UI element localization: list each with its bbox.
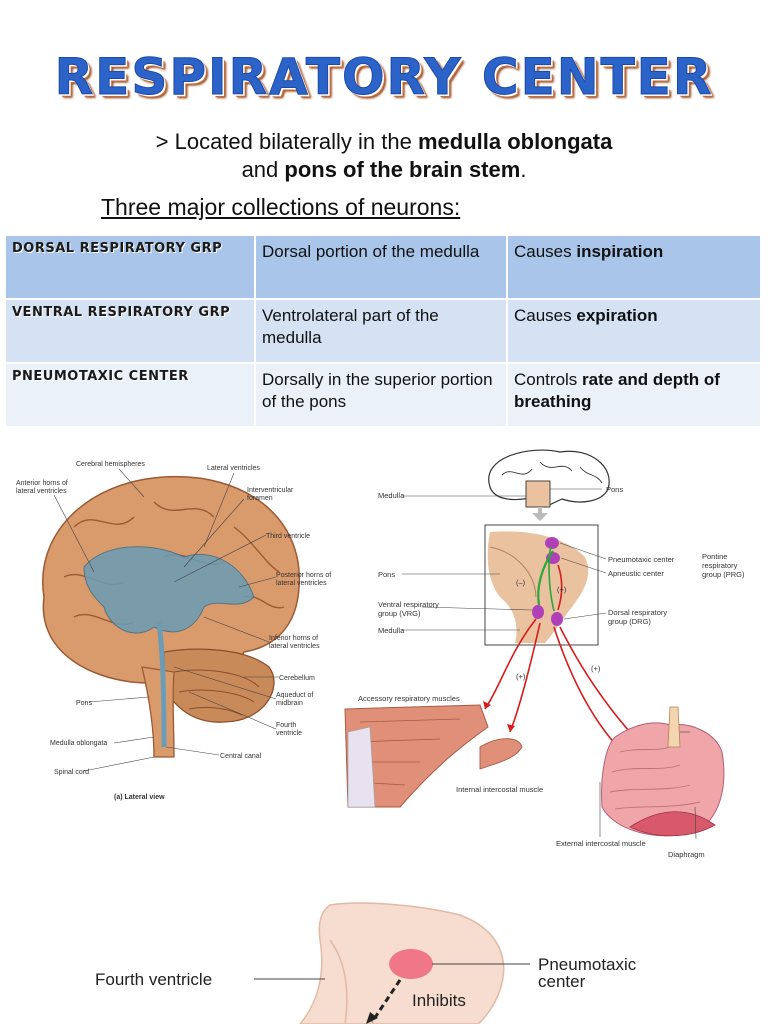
label-pontine-3: group (PRG)	[702, 570, 745, 579]
label-pons-top: Pons	[606, 485, 623, 494]
label-plus-a: (+)	[516, 672, 526, 681]
effect-cell: Controls rate and depth of breathing	[506, 362, 760, 426]
label-pons-mid: Pons	[378, 570, 395, 579]
vrg-nucleus	[532, 605, 544, 619]
label-pontine-1: Pontine	[702, 552, 727, 561]
intro-line-1: > Located bilaterally in the medulla obl…	[0, 128, 768, 156]
intro-prefix: > Located bilaterally in the	[155, 129, 418, 154]
label-pneumotaxic-1: Pneumotaxic	[538, 955, 637, 974]
label-anterior-horns-2: lateral ventricles	[16, 488, 67, 495]
label-internal-intercostal: Internal intercostal muscle	[456, 785, 543, 794]
group-name: VENTRAL RESPIRATORY GRP	[12, 305, 231, 320]
table-row: VENTRAL RESPIRATORY GRP Ventrolateral pa…	[6, 298, 760, 363]
brain-ventricles-figure: Cerebral hemispheres Lateral ventricles …	[14, 447, 344, 807]
brain-leader-lines	[53, 468, 279, 772]
label-pontine-2: respiratory	[702, 561, 738, 570]
label-anterior-horns-1: Anterior horns of	[16, 480, 68, 487]
group-name-cell: PNEUMOTAXIC CENTER	[6, 362, 255, 426]
subheading: Three major collections of neurons:	[101, 194, 461, 220]
intro-text: > Located bilaterally in the medulla obl…	[0, 128, 768, 184]
label-fourth-ventricle: Fourth ventricle	[95, 970, 212, 989]
label-inhibits: Inhibits	[412, 991, 466, 1010]
intro-pons: pons of the brain stem	[284, 157, 521, 182]
label-third-ventricle: Third ventricle	[266, 533, 310, 540]
pneumotaxic-center-dot	[389, 949, 433, 979]
brainstem-inset	[484, 524, 599, 646]
label-minus: (–)	[516, 578, 526, 587]
label-vrg-1: Ventral respiratory	[378, 600, 439, 609]
label-spinal-cord: Spinal cord	[54, 769, 89, 776]
label-medulla-oblongata: Medulla oblongata	[50, 740, 107, 747]
respiratory-labels: Medulla Pons Pneumotaxic center Apneusti…	[358, 485, 745, 859]
label-pons: Pons	[76, 700, 92, 707]
group-name: DORSAL RESPIRATORY GRP	[12, 241, 223, 256]
location-cell: Dorsal portion of the medulla	[254, 236, 507, 299]
label-lateral-ventricles: Lateral ventricles	[207, 465, 260, 472]
respiratory-leader-lines	[402, 488, 697, 840]
effect-prefix: Controls	[514, 370, 583, 389]
drg-nucleus	[551, 612, 563, 626]
table-row: PNEUMOTAXIC CENTER Dorsally in the super…	[6, 362, 760, 426]
muscles	[344, 704, 725, 837]
location-cell: Dorsally in the superior portion of the …	[254, 362, 507, 426]
group-name: PNEUMOTAXIC CENTER	[12, 369, 189, 384]
group-name-cell: DORSAL RESPIRATORY GRP	[6, 236, 255, 299]
label-cerebellum: Cerebellum	[279, 675, 315, 682]
effect-cell: Causes expiration	[506, 298, 760, 363]
label-plus-small: (+)	[557, 585, 567, 594]
intro-mid: and	[241, 157, 285, 182]
label-accessory-muscles: Accessory respiratory muscles	[358, 694, 460, 703]
page-title: RESPIRATORY CENTER	[0, 48, 768, 107]
effect-bold: rate and depth of breathing	[514, 370, 720, 411]
label-fourth-ventricle-1: Fourth	[276, 722, 296, 729]
brain-illustration	[42, 475, 300, 758]
pons-inhibition-figure: Fourth ventricle Pneumotaxic center Inhi…	[0, 900, 768, 1024]
label-inferior-horns-1: Inferior horns of	[269, 635, 318, 642]
respiratory-centers-figure: Medulla Pons Pneumotaxic center Apneusti…	[340, 447, 768, 867]
label-cerebral-hemispheres: Cerebral hemispheres	[76, 461, 145, 468]
label-central-canal: Central canal	[220, 753, 262, 760]
intro-medulla: medulla oblongata	[417, 129, 613, 154]
label-aqueduct-2: midbrain	[276, 700, 303, 707]
label-inferior-horns-2: lateral ventricles	[269, 643, 320, 650]
label-drg-1: Dorsal respiratory	[608, 608, 667, 617]
label-aqueduct-1: Aqueduct of	[276, 692, 313, 699]
label-apneustic: Apneustic center	[608, 569, 664, 578]
label-pneumotaxic: Pneumotaxic center	[608, 555, 675, 564]
label-medulla-top: Medulla	[378, 491, 405, 500]
label-medulla-mid: Medulla	[378, 626, 405, 635]
label-interventricular-2: foramen	[247, 495, 273, 502]
effect-prefix: Causes	[514, 242, 577, 261]
intro-end: .	[520, 157, 527, 182]
intro-line-2: and pons of the brain stem.	[0, 156, 768, 184]
label-pneumotaxic-2: center	[538, 972, 586, 991]
mini-brain	[488, 449, 610, 521]
label-fourth-ventricle-2: ventricle	[276, 730, 302, 737]
pneumotaxic-nucleus	[545, 537, 559, 549]
effect-prefix: Causes	[514, 306, 577, 325]
table-row: DORSAL RESPIRATORY GRP Dorsal portion of…	[6, 236, 760, 299]
label-posterior-horns-1: Posterior horns of	[276, 572, 331, 579]
label-drg-2: group (DRG)	[608, 617, 651, 626]
effect-cell: Causes inspiration	[506, 236, 760, 299]
label-external-intercostal: External intercostal muscle	[556, 839, 646, 848]
label-diaphragm: Diaphragm	[668, 850, 705, 859]
location-cell: Ventrolateral part of the medulla	[254, 298, 507, 363]
title-text: RESPIRATORY CENTER	[54, 48, 714, 107]
group-name-cell: VENTRAL RESPIRATORY GRP	[6, 298, 255, 363]
effect-bold: inspiration	[576, 242, 664, 261]
label-plus-b: (+)	[591, 664, 601, 673]
figure-caption: (a) Lateral view	[114, 794, 165, 801]
label-interventricular-1: Interventricular	[247, 487, 294, 494]
effect-bold: expiration	[576, 306, 658, 325]
label-posterior-horns-2: lateral ventricles	[276, 580, 327, 587]
brain-labels: Cerebral hemispheres Lateral ventricles …	[16, 461, 331, 801]
neuron-groups-table: DORSAL RESPIRATORY GRP Dorsal portion of…	[6, 236, 760, 426]
label-vrg-2: group (VRG)	[378, 609, 421, 618]
